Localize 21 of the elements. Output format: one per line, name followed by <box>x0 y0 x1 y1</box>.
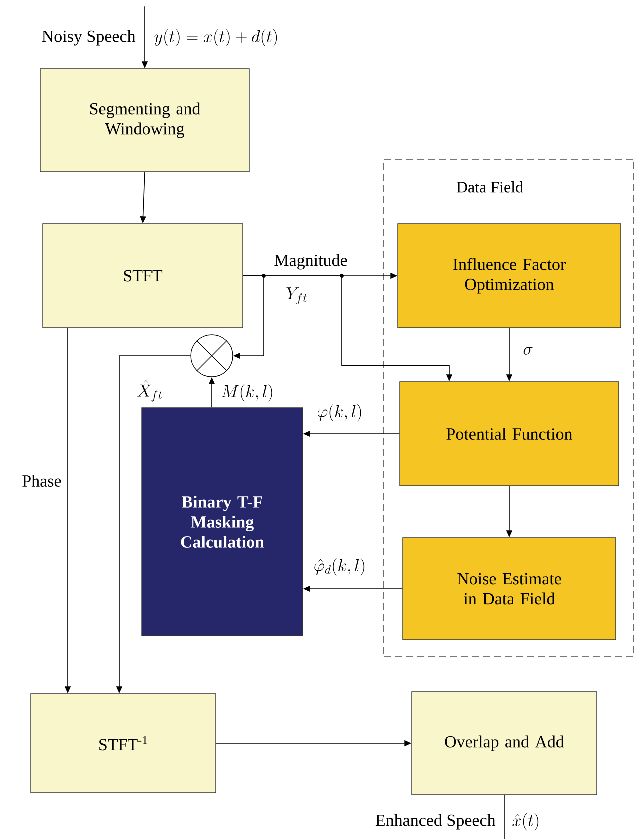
formula-label: $y(t)=x(t)+d(t)$ <box>154 29 278 47</box>
process-box: Influence Factor Optimization <box>398 224 622 328</box>
edge-label: $\hat{\varphi}_d(k,l)$ <box>314 558 365 576</box>
signal-label: Noisy Speech <box>42 30 136 46</box>
process-box: Noise Estimate in Data Field <box>402 538 616 640</box>
formula-label: $Y_{ft}$ <box>286 288 307 304</box>
process-box: STFT <box>42 224 244 328</box>
process-box: Segmenting and Windowing <box>40 68 250 172</box>
edge-label: $\hat{X}_{ft}$ <box>138 380 162 402</box>
process-box: Binary T-F Masking Calculation <box>142 408 304 636</box>
edge-label: $M(k,l)$ <box>222 384 272 402</box>
signal-label: Enhanced Speech <box>376 814 496 830</box>
formula-label: $\hat{x}(t)$ <box>512 813 539 831</box>
process-box: STFT$^{-1}$ <box>30 694 216 794</box>
edge-label: Magnitude <box>274 254 348 270</box>
edge-label: Phase <box>22 475 62 487</box>
process-box: Potential Function <box>400 382 620 486</box>
edge-label: $\sigma$ <box>524 347 533 355</box>
multiplier-symbol <box>190 334 234 378</box>
edge-label: $\varphi(k,l)$ <box>318 404 362 422</box>
process-box: Overlap and Add <box>412 692 598 796</box>
